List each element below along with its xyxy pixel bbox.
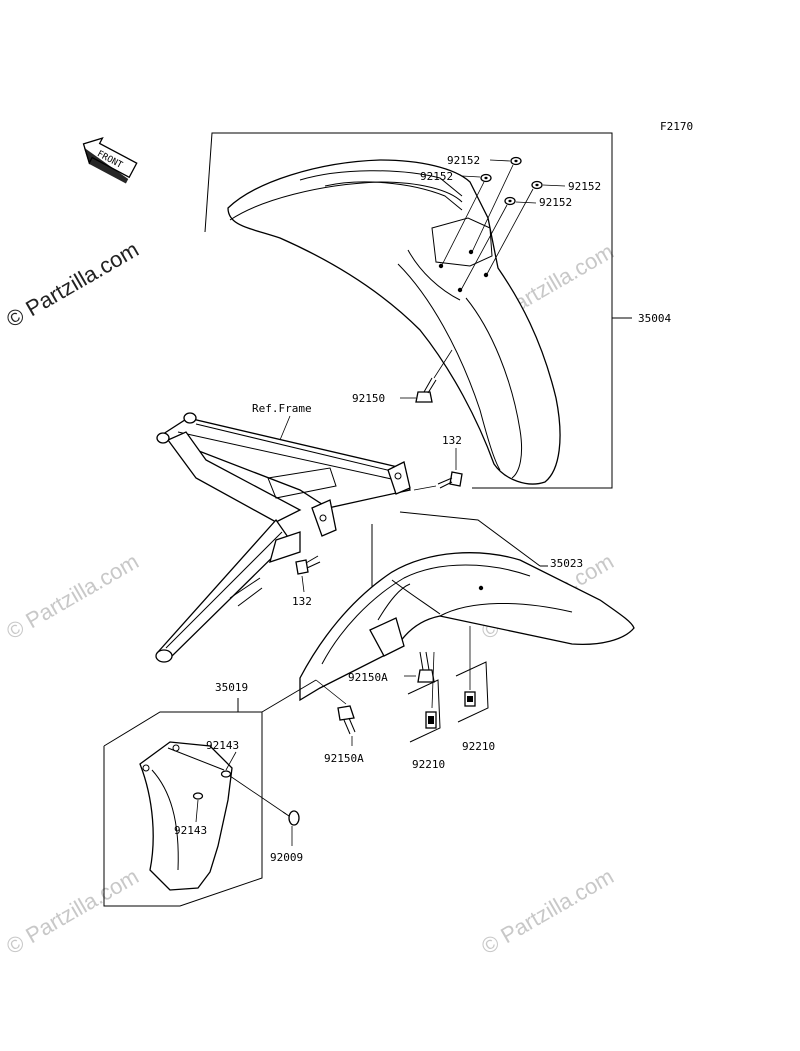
washer-92143-bottom: 92143 xyxy=(174,792,207,837)
rear-fender-group: 35023 92150A 92150A xyxy=(299,511,635,771)
screw-92009: 92009 xyxy=(229,775,303,864)
part-label-35023: 35023 xyxy=(550,557,583,570)
front-fender-35004 xyxy=(227,159,561,485)
washer-92152-b: 92152 xyxy=(420,170,492,266)
part-label-92150A-b: 92150A xyxy=(324,752,364,765)
part-label-92143-bottom: 92143 xyxy=(174,824,207,837)
front-arrow-icon: FRONT xyxy=(82,137,138,184)
part-label-92152-a: 92152 xyxy=(447,154,480,167)
part-label-35004: 35004 xyxy=(638,312,671,325)
bolt-132-upper: 132 xyxy=(413,434,463,491)
part-label-92210-right: 92210 xyxy=(462,740,495,753)
watermark: © Partzilla.com xyxy=(477,864,618,960)
ref-frame-label: Ref.Frame xyxy=(252,402,312,415)
washer-92143-top: 92143 xyxy=(206,739,239,778)
bolt-92150: 92150 xyxy=(352,349,453,405)
mud-flap-group: 35019 92143 92143 92009 xyxy=(103,679,317,907)
watermark: © Partzilla.com xyxy=(2,864,143,960)
watermark-main: © Partzilla.com xyxy=(2,237,143,333)
part-label-132-upper: 132 xyxy=(442,434,462,447)
part-label-92009: 92009 xyxy=(270,851,303,864)
rear-fender-35023 xyxy=(299,552,635,702)
part-label-92143-top: 92143 xyxy=(206,739,239,752)
bolt-92150A-b: 92150A xyxy=(315,679,364,765)
washer-92152-a: 92152 xyxy=(447,154,522,253)
part-label-92150: 92150 xyxy=(352,392,385,405)
washer-92152-c: 92152 xyxy=(486,180,601,275)
leader-line xyxy=(204,132,613,316)
bolt-92150A-a: 92150A xyxy=(348,651,435,684)
frame-reference: Ref.Frame xyxy=(155,402,411,663)
part-label-132-lower: 132 xyxy=(292,595,312,608)
part-label-92152-d: 92152 xyxy=(539,196,572,209)
figure-code: F2170 xyxy=(660,120,693,133)
part-label-92152-c: 92152 xyxy=(568,180,601,193)
washer-92152-d: 92152 xyxy=(460,196,572,291)
part-label-92150A-a: 92150A xyxy=(348,671,388,684)
mud-flap-35019 xyxy=(139,741,233,891)
watermark: © Partzilla.com xyxy=(2,549,143,645)
bolt-132-lower: 132 xyxy=(292,555,321,608)
leader-line xyxy=(399,511,541,567)
part-label-92210-left: 92210 xyxy=(412,758,445,771)
leader-line xyxy=(472,316,613,489)
leader-box xyxy=(103,711,263,907)
clip-92210-left: 92210 xyxy=(407,651,445,771)
front-fender-group: 35004 92152 xyxy=(204,132,671,489)
clip-92210-right: 92210 xyxy=(455,626,495,753)
part-label-35019: 35019 xyxy=(215,681,248,694)
part-label-92152-b: 92152 xyxy=(420,170,453,183)
